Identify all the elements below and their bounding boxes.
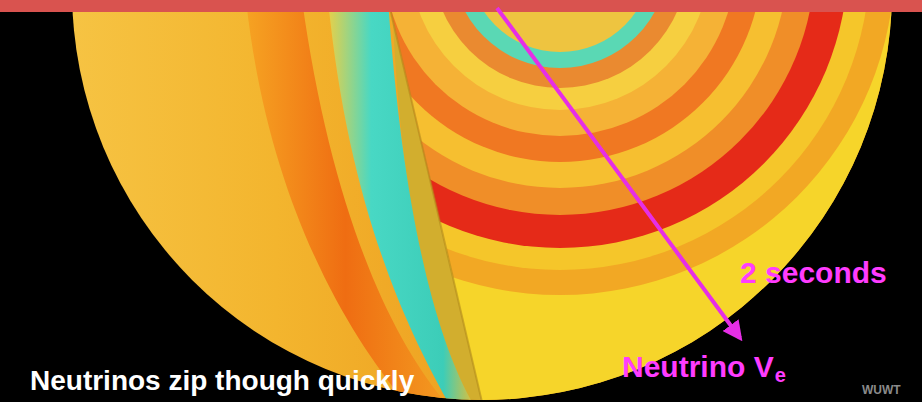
particle-label-text: Neutrino V xyxy=(622,350,774,383)
cross-section xyxy=(40,0,922,402)
ring xyxy=(272,0,848,248)
subscript-text: e xyxy=(775,364,786,386)
ring xyxy=(358,0,762,162)
time-label: 2 seconds xyxy=(740,256,887,289)
ring xyxy=(305,0,815,215)
ring xyxy=(225,0,895,295)
caption-text: Neutrinos zip though quickly xyxy=(30,366,414,397)
ring xyxy=(40,0,922,402)
time-label-text: 2 seconds xyxy=(740,256,887,289)
cut-edge xyxy=(388,0,482,402)
ring xyxy=(250,0,870,270)
top-bar xyxy=(0,0,922,12)
caption-text-text: Neutrinos zip though quickly xyxy=(30,366,414,397)
watermark: WUWT xyxy=(862,380,901,398)
ring xyxy=(384,0,736,136)
ring xyxy=(432,0,688,88)
neutrino-arrow xyxy=(497,8,740,338)
watermark-text: WUWT xyxy=(862,384,901,397)
particle-label: Neutrino V xyxy=(622,350,774,383)
subscript: e xyxy=(775,364,786,386)
